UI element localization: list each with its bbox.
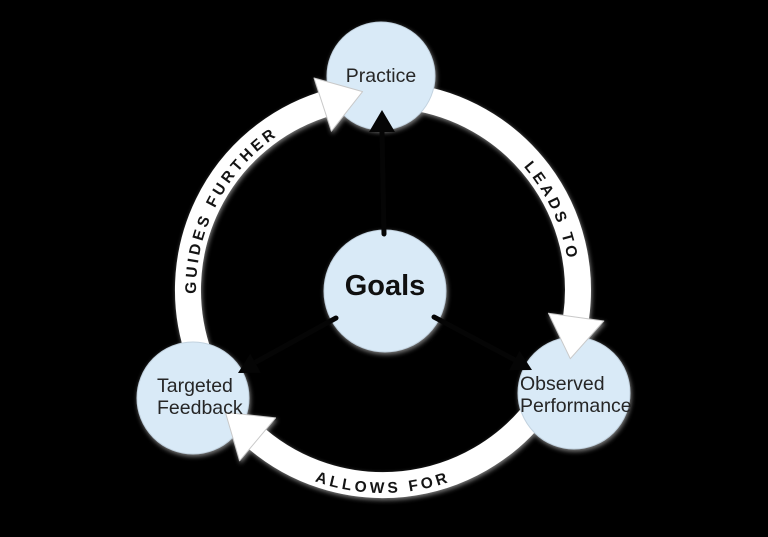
node-targeted-feedback bbox=[136, 341, 250, 455]
goal-link-practice-arrowhead-icon bbox=[369, 110, 395, 132]
guides-further-arrowhead-icon bbox=[313, 77, 364, 132]
guides-further-band bbox=[174, 92, 327, 362]
goal-link-observed-performance bbox=[431, 314, 532, 371]
targeted-feedback-label-line1: Targeted bbox=[157, 375, 233, 397]
targeted-feedback-label-line2: Feedback bbox=[157, 397, 243, 419]
practice-label: Practice bbox=[346, 65, 416, 87]
leads-to-band bbox=[408, 84, 591, 319]
observed-performance-label-line2: Performance bbox=[520, 395, 632, 417]
goal-link-targeted-arrowhead-icon bbox=[238, 353, 261, 373]
leads-to-arrowhead-icon bbox=[547, 312, 605, 360]
goals-label: Goals bbox=[345, 270, 426, 302]
allows-for-band bbox=[249, 402, 547, 499]
goal-link-targeted-feedback bbox=[238, 315, 339, 373]
goal-link-practice bbox=[369, 110, 395, 237]
allows-for-arrowhead-icon bbox=[224, 411, 277, 462]
observed-performance-label-line1: Observed bbox=[520, 373, 605, 395]
goal-link-observed-arrowhead-icon bbox=[509, 350, 532, 371]
